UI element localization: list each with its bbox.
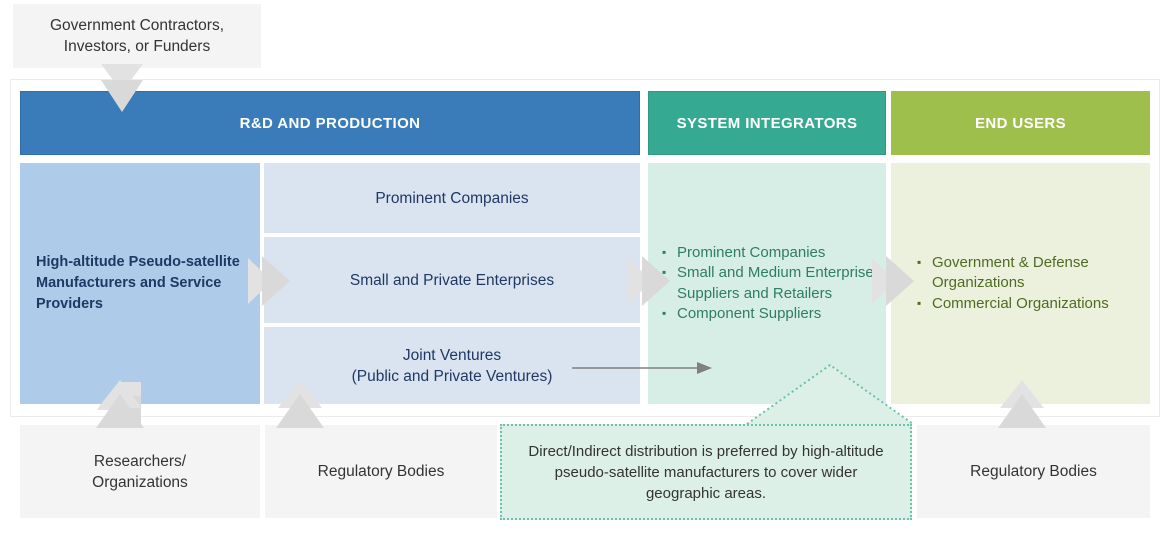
header-rnd-and-production: R&D AND PRODUCTION — [20, 91, 640, 155]
list-item: Prominent Companies — [662, 242, 878, 264]
cell-hap-manufacturers: High-altitude Pseudo-satellite Manufactu… — [20, 163, 260, 404]
bottom-box-regulatory-2-label: Regulatory Bodies — [970, 463, 1097, 480]
list-item: Government & Defense Organizations — [917, 252, 1142, 294]
header-end-users: END USERS — [891, 91, 1150, 155]
list-item: Component Suppliers — [662, 303, 878, 325]
cell-joint-ventures-label: Joint Ventures(Public and Private Ventur… — [351, 346, 553, 385]
cell-prominent-companies: Prominent Companies — [264, 163, 640, 233]
bottom-box-regulatory-1-label: Regulatory Bodies — [317, 463, 445, 480]
cell-hap-manufacturers-label: High-altitude Pseudo-satellite Manufactu… — [36, 254, 240, 312]
bottom-box-researchers-label: Researchers/Organizations — [92, 452, 188, 491]
cell-end-users: Government & Defense Organizations Comme… — [891, 163, 1150, 404]
top-source-box: Government Contractors,Investors, or Fun… — [13, 4, 261, 68]
header-system-integrators: SYSTEM INTEGRATORS — [648, 91, 886, 155]
bottom-box-researchers-organizations: Researchers/Organizations — [20, 425, 260, 518]
cell-joint-ventures: Joint Ventures(Public and Private Ventur… — [264, 327, 640, 404]
cell-prominent-companies-label: Prominent Companies — [375, 189, 529, 207]
top-source-label: Government Contractors,Investors, or Fun… — [49, 17, 224, 55]
cell-small-and-private-enterprises: Small and Private Enterprises — [264, 237, 640, 323]
header-end-users-label: END USERS — [974, 114, 1067, 132]
list-item: Commercial Organizations — [917, 293, 1142, 315]
system-integrators-list: Prominent Companies Small and Medium Ent… — [662, 242, 878, 325]
callout-text: Direct/Indirect distribution is preferre… — [528, 442, 884, 502]
cell-system-integrators: Prominent Companies Small and Medium Ent… — [648, 163, 886, 404]
callout-distribution-note: Direct/Indirect distribution is preferre… — [500, 424, 912, 520]
cell-small-and-private-enterprises-label: Small and Private Enterprises — [349, 271, 555, 289]
bottom-box-regulatory-bodies-1: Regulatory Bodies — [265, 425, 497, 518]
bottom-box-regulatory-bodies-2: Regulatory Bodies — [917, 425, 1150, 518]
header-system-integrators-label: SYSTEM INTEGRATORS — [676, 114, 858, 132]
list-item: Small and Medium Enterprise Suppliers an… — [662, 262, 878, 304]
header-rnd-label: R&D AND PRODUCTION — [239, 114, 421, 132]
end-users-list: Government & Defense Organizations Comme… — [917, 252, 1142, 315]
